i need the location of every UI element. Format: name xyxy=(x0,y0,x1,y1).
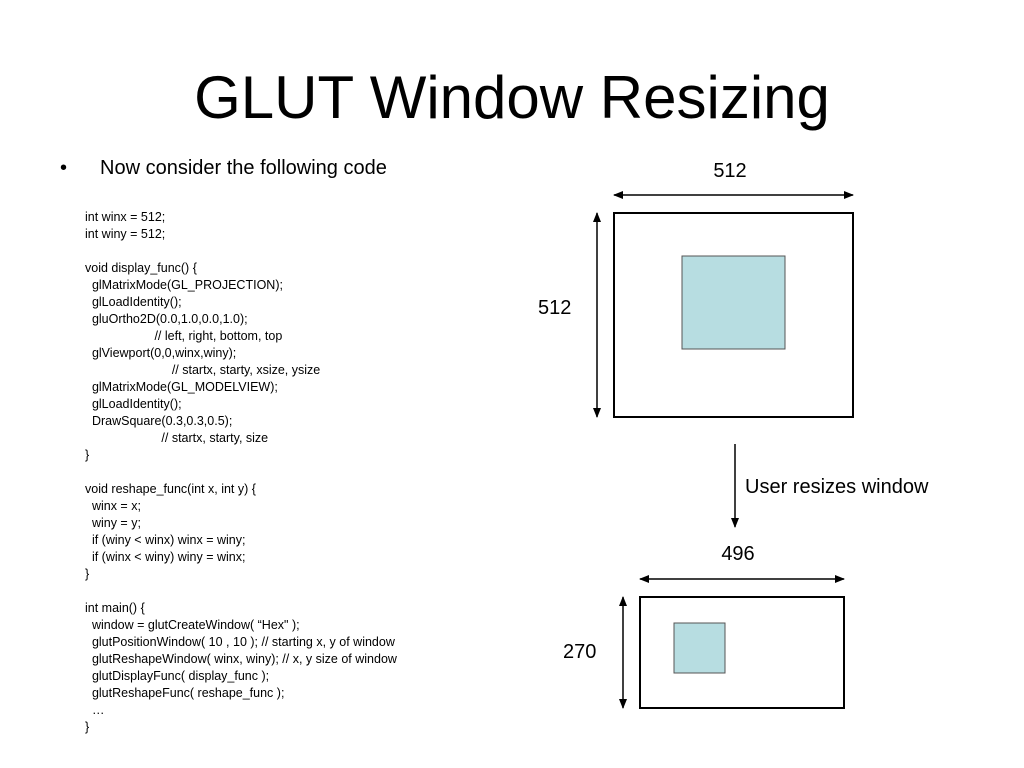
bullet-text: Now consider the following code xyxy=(100,157,387,179)
code-line: glutReshapeWindow( winx, winy); // x, y … xyxy=(85,652,397,666)
code-line: glLoadIdentity(); xyxy=(85,397,182,411)
code-line: gluOrtho2D(0.0,1.0,0.0,1.0); xyxy=(85,312,248,326)
code-line: winy = y; xyxy=(85,516,141,530)
width-label-before: 512 xyxy=(713,160,747,182)
height-label-after: 270 xyxy=(563,641,597,663)
code-line: int winy = 512; xyxy=(85,227,166,241)
code-line: glutPositionWindow( 10 , 10 ); // starti… xyxy=(85,635,395,649)
code-line: glMatrixMode(GL_PROJECTION); xyxy=(85,278,283,292)
bullet-marker: • xyxy=(60,157,68,179)
code-line: glutReshapeFunc( reshape_func ); xyxy=(85,686,285,700)
transition-label: User resizes window xyxy=(745,476,929,498)
height-label-before: 512 xyxy=(538,297,572,319)
window-after xyxy=(639,596,845,709)
code-line: DrawSquare(0.3,0.3,0.5); xyxy=(85,414,233,428)
square-before xyxy=(681,255,786,350)
code-line: glLoadIdentity(); xyxy=(85,295,182,309)
code-line: void display_func() { xyxy=(85,261,197,275)
code-line: } xyxy=(85,448,90,462)
code-line: // left, right, bottom, top xyxy=(85,329,283,343)
code-line: } xyxy=(85,567,90,581)
code-block: int winx = 512; int winy = 512; void displ… xyxy=(85,209,397,736)
code-line: // startx, starty, size xyxy=(85,431,269,445)
code-line: int winx = 512; xyxy=(85,210,166,224)
code-line: glViewport(0,0,winx,winy); xyxy=(85,346,237,360)
width-label-after: 496 xyxy=(721,543,755,565)
code-line: window = glutCreateWindow( “Hex" ); xyxy=(85,618,300,632)
slide-title: GLUT Window Resizing xyxy=(194,64,830,131)
code-line: if (winy < winx) winx = winy; xyxy=(85,533,246,547)
square-after xyxy=(673,622,726,674)
code-line: if (winx < winy) winy = winx; xyxy=(85,550,246,564)
code-line: … xyxy=(85,703,105,717)
code-line: } xyxy=(85,720,90,734)
code-line: // startx, starty, xsize, ysize xyxy=(85,363,321,377)
code-line: int main() { xyxy=(85,601,145,615)
code-line: glMatrixMode(GL_MODELVIEW); xyxy=(85,380,278,394)
code-line: winx = x; xyxy=(85,499,141,513)
code-line: void reshape_func(int x, int y) { xyxy=(85,482,256,496)
code-line: glutDisplayFunc( display_func ); xyxy=(85,669,270,683)
